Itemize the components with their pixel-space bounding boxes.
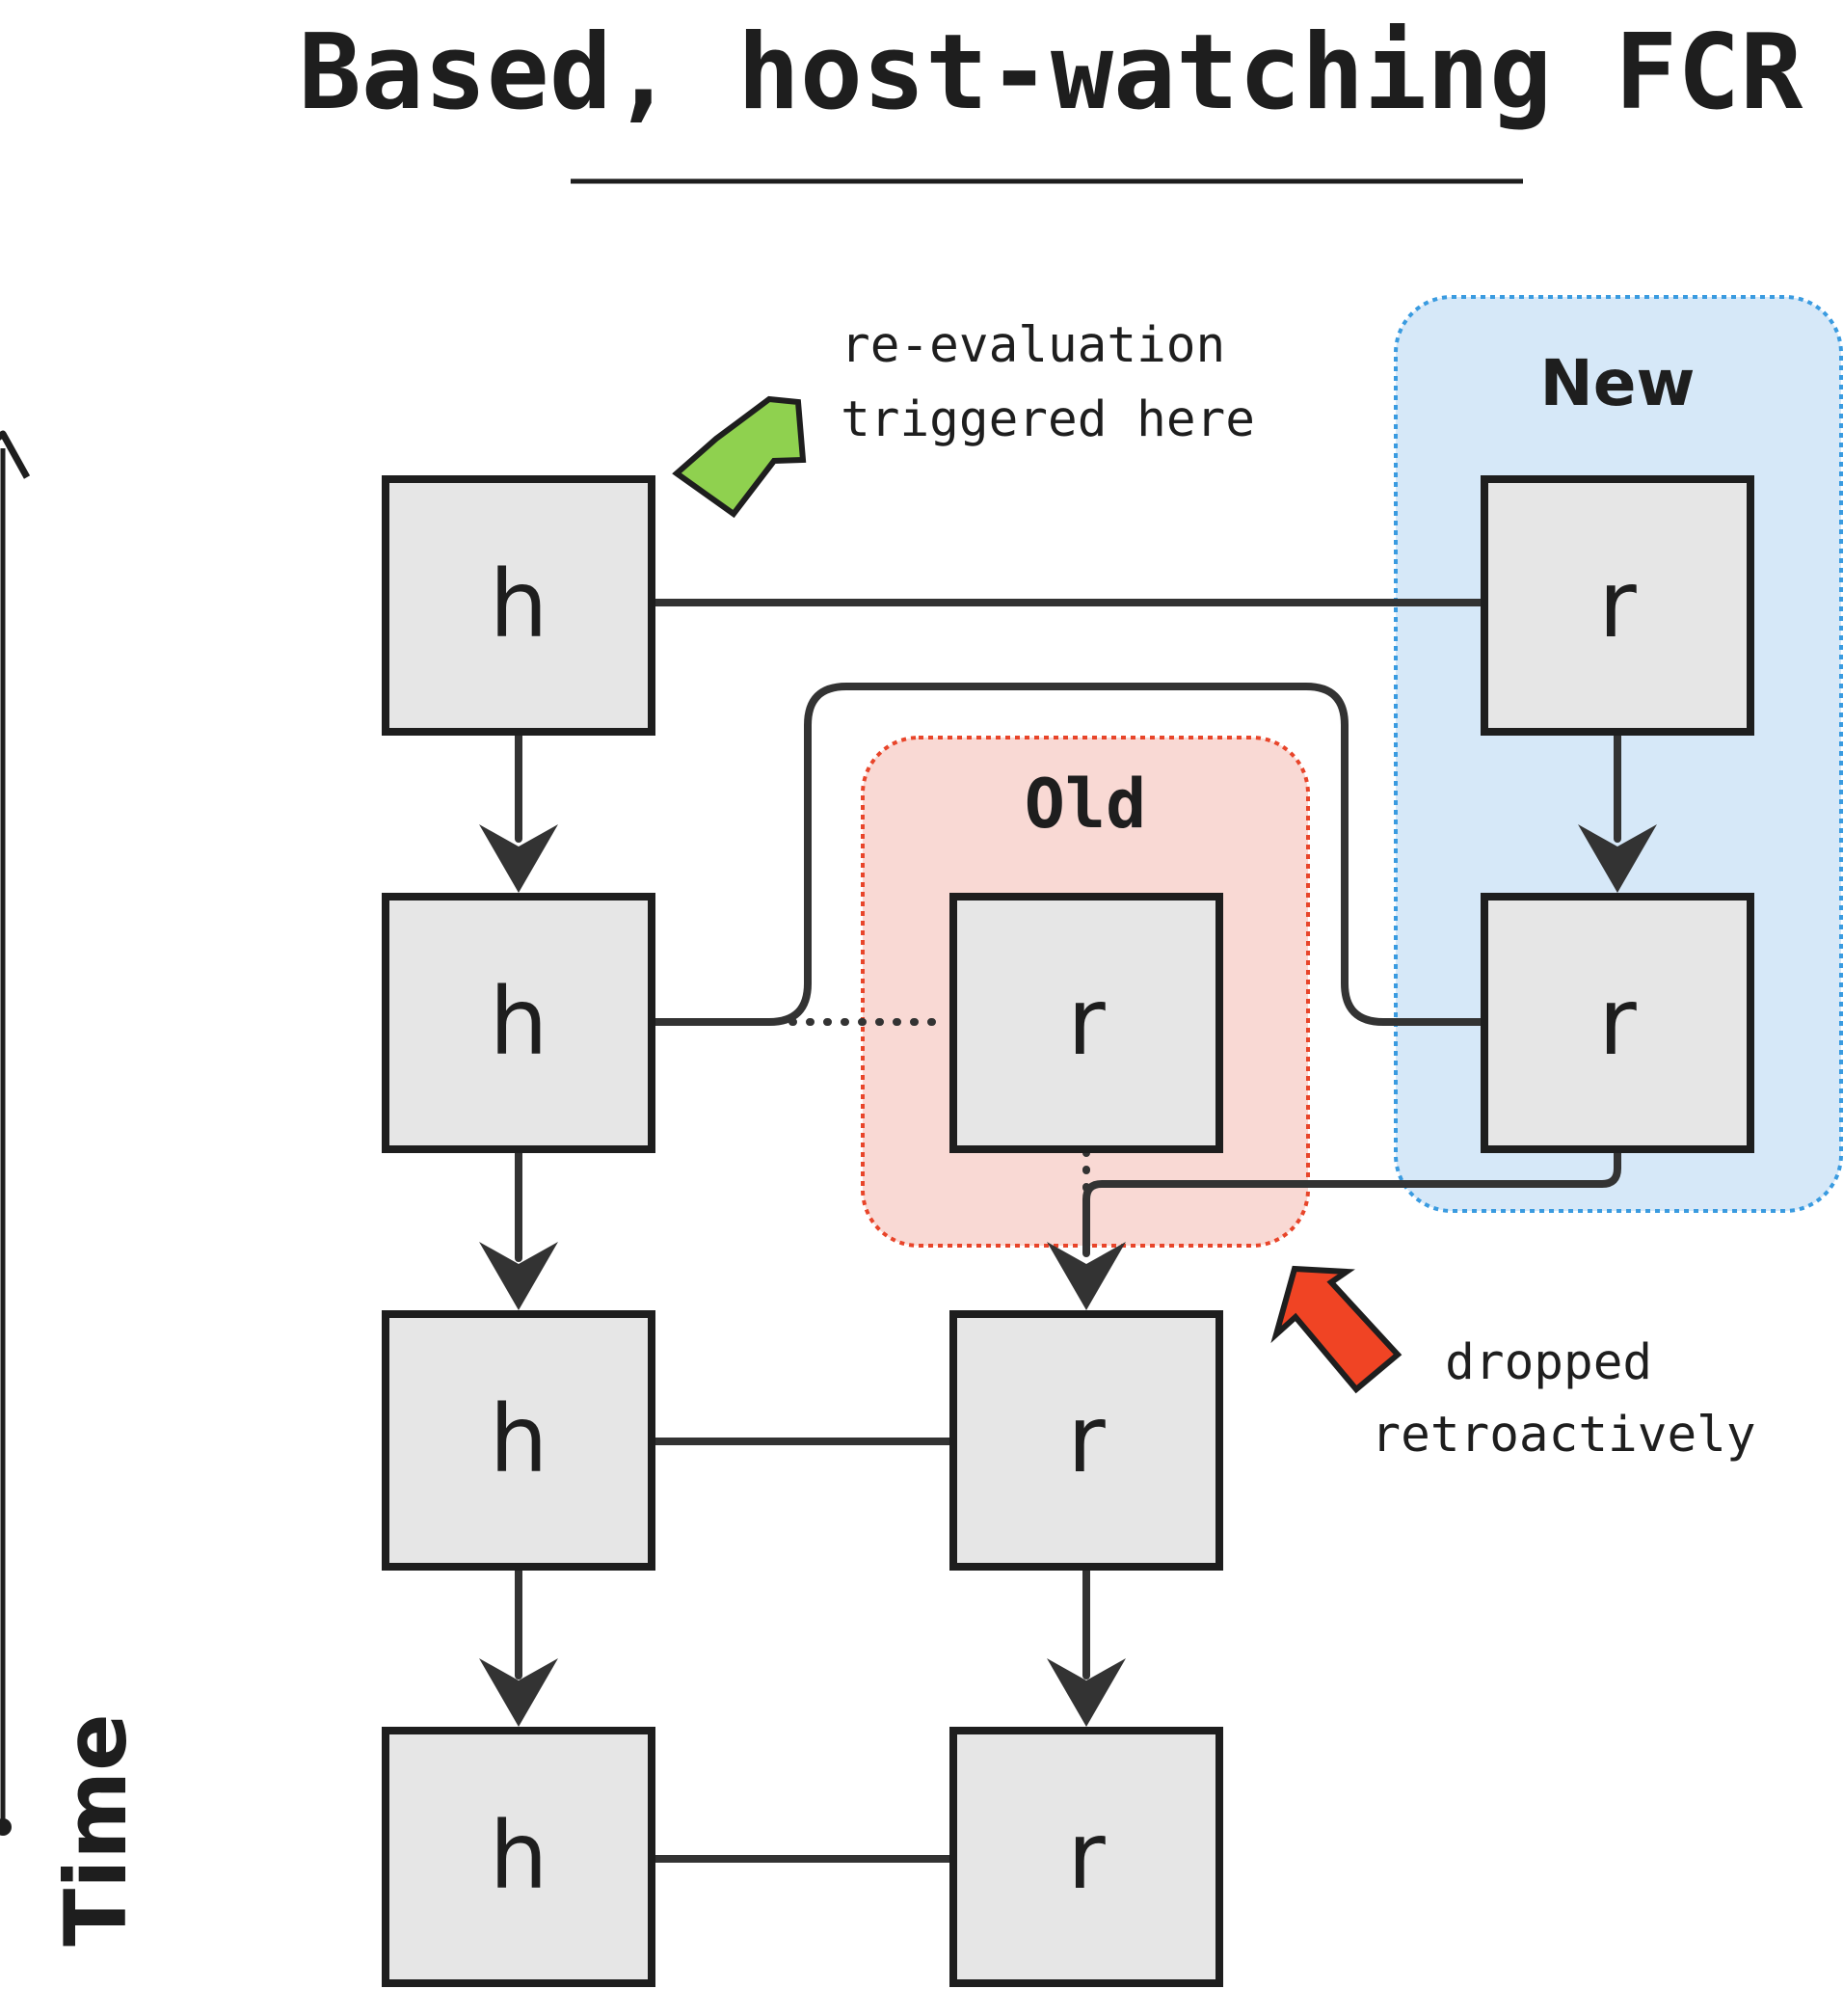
annotation-line: dropped (1445, 1334, 1652, 1391)
node-h1: h (382, 475, 655, 736)
edge-r-new2-r3 (1082, 1145, 1621, 1257)
node-box (382, 475, 655, 736)
group-old-label: Old (1025, 765, 1146, 844)
node-label: r (1067, 968, 1106, 1076)
node-h4: h (382, 1727, 655, 1987)
green-arrow-icon (672, 395, 807, 519)
node-label: h (490, 968, 548, 1076)
arrowhead-icon (479, 824, 558, 893)
annotation-reevaluation-text: re-evaluation triggered here (841, 317, 1255, 448)
node-label: h (490, 551, 548, 659)
arrowheads (479, 824, 1657, 1727)
node-h3: h (382, 1310, 655, 1571)
node-label: r (1598, 968, 1637, 1076)
red-arrow-icon (1270, 1265, 1402, 1394)
arrowhead-icon (479, 1242, 558, 1310)
annotation-line: retroactively (1371, 1407, 1755, 1464)
node-label: r (1067, 1802, 1106, 1910)
annotation-line: re-evaluation (841, 317, 1225, 374)
node-r3: r (949, 1310, 1223, 1571)
edge-h2-r-new2 (652, 683, 1488, 1026)
annotation-dropped-text: dropped retroactively (1371, 1334, 1755, 1464)
node-box (1481, 893, 1754, 1153)
annotation-line: triggered here (841, 391, 1255, 448)
node-box (949, 1310, 1223, 1571)
time-axis-label: Time (46, 1713, 146, 1947)
node-box (382, 1310, 655, 1571)
time-axis-origin-dot (0, 1818, 12, 1836)
node-box (382, 1727, 655, 1987)
time-axis-arrow-icon (0, 430, 31, 479)
node-box (949, 893, 1223, 1153)
time-axis: Time (0, 430, 146, 1947)
annotation-dropped: dropped retroactively (1270, 1265, 1756, 1464)
node-r4: r (949, 1727, 1223, 1987)
arrowhead-icon (1047, 1242, 1126, 1310)
group-new-label: New (1540, 346, 1696, 420)
node-label: r (1067, 1385, 1106, 1493)
diagram-title: Based, host-watching FCR (299, 13, 1803, 133)
node-r-new2: r (1481, 893, 1754, 1153)
node-box (1481, 475, 1754, 736)
node-h2: h (382, 893, 655, 1153)
arrowhead-icon (1578, 824, 1657, 893)
node-label: h (490, 1385, 548, 1493)
arrowhead-icon (1047, 1658, 1126, 1727)
connectors (515, 599, 1621, 1863)
arrowhead-icon (479, 1658, 558, 1727)
node-r-new1: r (1481, 475, 1754, 736)
node-r-old: r (949, 893, 1223, 1153)
annotation-reevaluation: re-evaluation triggered here (672, 317, 1255, 519)
node-label: h (490, 1802, 548, 1910)
node-label: r (1598, 551, 1637, 659)
node-box (949, 1727, 1223, 1987)
node-box (382, 893, 655, 1153)
